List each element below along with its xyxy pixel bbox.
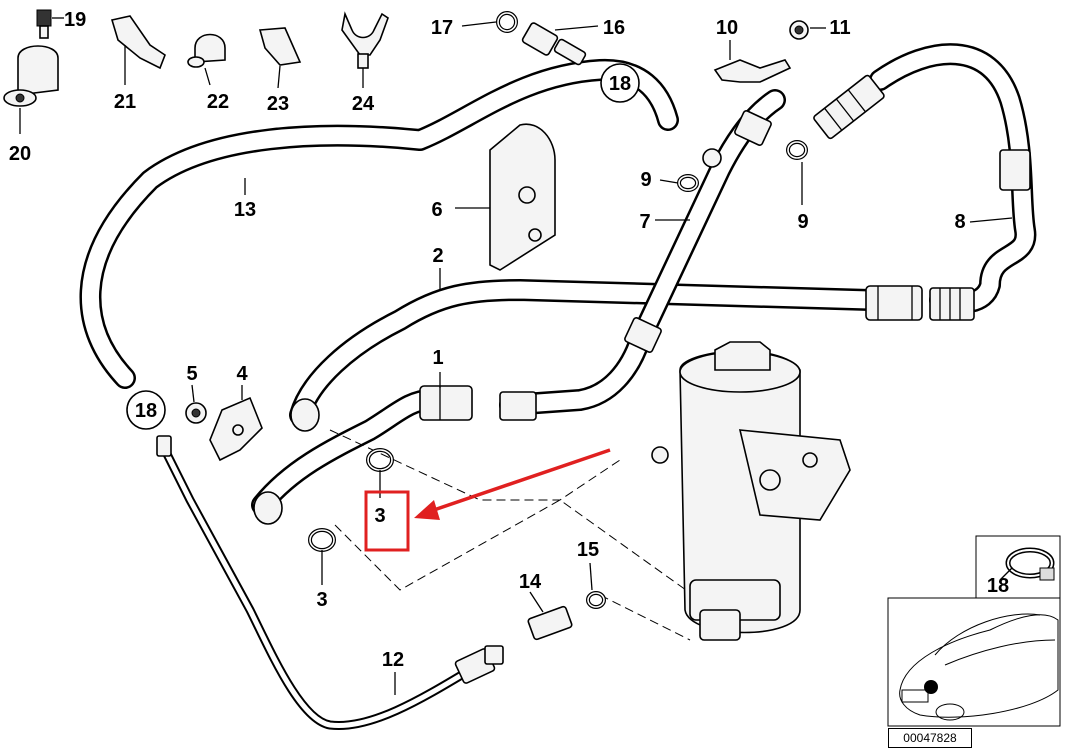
label-13: 13 (234, 199, 256, 221)
label-18-inset: 18 (987, 575, 1009, 597)
label-2: 2 (432, 245, 443, 267)
callout-18-top: 18 (600, 63, 640, 103)
label-17: 17 (431, 17, 453, 39)
highlight-arrow-head (414, 500, 440, 520)
callout-18-left: 18 (126, 390, 166, 430)
hose-8 (813, 43, 1037, 321)
label-5: 5 (186, 363, 197, 385)
label-11: 11 (829, 17, 850, 39)
small-parts (3, 9, 809, 641)
inset-car-locator (887, 597, 1061, 727)
label-24: 24 (352, 93, 375, 115)
label-7: 7 (639, 211, 650, 233)
label-20: 20 (9, 143, 31, 165)
label-12: 12 (382, 649, 404, 671)
highlight-arrow-shaft (427, 448, 611, 514)
hose-2 (289, 279, 923, 426)
part-labels: 19 20 21 22 23 24 17 16 10 11 13 6 2 9 7… (9, 9, 966, 671)
diagram-code: 00047828 (888, 728, 972, 748)
label-22: 22 (207, 91, 229, 113)
label-23: 23 (267, 93, 289, 115)
label-9-right: 9 (797, 211, 808, 233)
label-19: 19 (64, 9, 86, 31)
location-dot (924, 680, 938, 694)
label-4: 4 (236, 363, 248, 385)
label-14: 14 (519, 571, 542, 593)
hose-1 (251, 385, 473, 516)
label-18-left: 18 (135, 400, 157, 422)
pipe-12 (160, 447, 504, 731)
hose-7 (499, 89, 786, 421)
inset-clamp-18: 18 (975, 535, 1061, 599)
label-1: 1 (432, 347, 443, 369)
label-10: 10 (716, 17, 738, 39)
label-6: 6 (431, 199, 442, 221)
label-21: 21 (114, 91, 136, 113)
bracket-6 (489, 123, 556, 271)
label-3-lower: 3 (316, 589, 327, 611)
label-18-top: 18 (609, 73, 631, 95)
label-3-highlighted: 3 (374, 505, 385, 527)
label-15: 15 (577, 539, 599, 561)
label-16: 16 (603, 17, 625, 39)
highlight-part-3: 3 (364, 448, 611, 552)
label-8: 8 (954, 211, 965, 233)
highlight-box (364, 490, 410, 552)
leader-lines (19, 17, 1013, 695)
filter-housing (329, 341, 851, 641)
label-9-left: 9 (640, 169, 651, 191)
